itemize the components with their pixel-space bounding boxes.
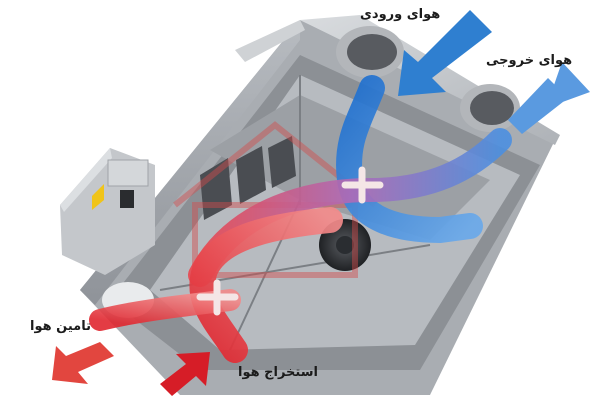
exhaust-air-outlet-label: هوای خروجی [486, 53, 573, 68]
crossover-marker [196, 166, 384, 316]
extract-flow-arrow [160, 352, 210, 396]
supply-flow-arrow [52, 342, 114, 384]
inlet-duct-collar [336, 26, 404, 78]
outlet-duct-collar [460, 84, 520, 132]
inlet-flow-arrow [398, 10, 492, 96]
fresh-air-inlet-label: هوای ورودی [360, 7, 441, 22]
outlet-flow-arrow [508, 62, 590, 134]
supply-air-label: تامین هوا [30, 319, 91, 334]
control-box [60, 148, 155, 275]
extract-air-label: استخراج هوا [238, 365, 318, 380]
